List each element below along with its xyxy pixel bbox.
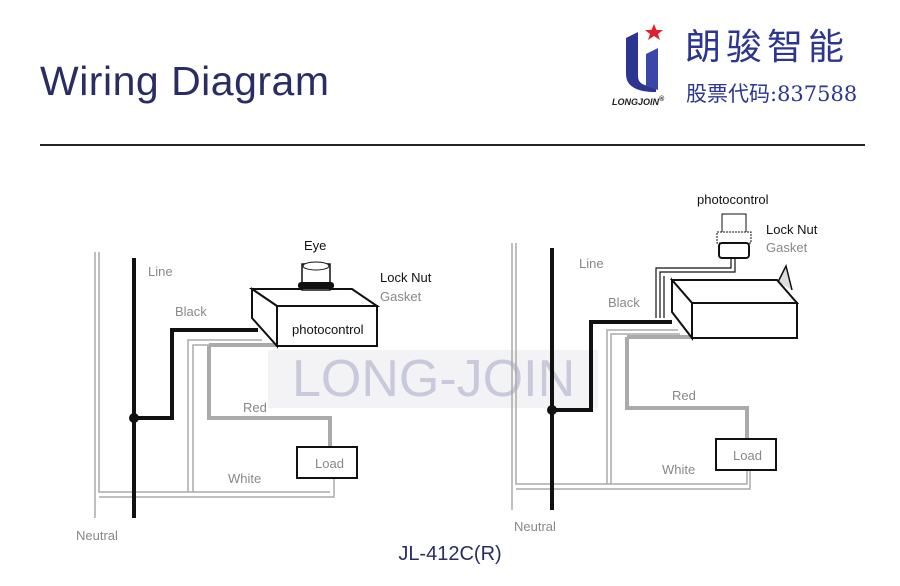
model-number: JL-412C(R) <box>398 543 502 565</box>
photocontrol-body <box>721 213 747 235</box>
neutral-label: Neutral <box>514 519 556 534</box>
junction-dot <box>547 405 557 415</box>
logo-i-mark <box>646 48 658 90</box>
line-label: Line <box>579 256 604 271</box>
header-divider <box>40 144 865 146</box>
neutral-label: Neutral <box>76 528 118 543</box>
longjoin-logo <box>626 24 663 92</box>
photocontrol-label: photocontrol <box>292 322 364 337</box>
load-box <box>296 446 358 479</box>
eye-label: Eye <box>304 238 326 253</box>
watermark-band <box>268 350 598 408</box>
line-label: Line <box>148 264 173 279</box>
gasket-label: Gasket <box>380 289 422 304</box>
photocontrol-label: photocontrol <box>697 192 769 207</box>
brand-name-cn: 朗骏智能 <box>685 27 850 68</box>
gasket <box>718 242 750 259</box>
logo-u-mark <box>626 32 656 92</box>
brand-name-en: LONGJOIN® <box>612 94 664 108</box>
junction-dot <box>129 413 139 423</box>
right-diagram: photocontrol Lock Nut Gasket Line Black … <box>511 192 818 534</box>
registered-mark: ® <box>659 96 665 103</box>
photocontrol-front <box>276 305 378 347</box>
white-wire <box>606 329 680 484</box>
white-label: White <box>662 462 695 477</box>
load-label: Load <box>733 448 762 463</box>
watermark-text: LONG-JOIN <box>292 350 575 408</box>
neutral-wire <box>94 252 335 518</box>
photocontrol-leads <box>655 258 736 318</box>
load-label: Load <box>315 456 344 471</box>
box-front <box>691 302 798 339</box>
red-label: Red <box>672 388 696 403</box>
logo-star-icon <box>645 24 663 40</box>
gasket-label: Gasket <box>766 240 808 255</box>
load-box <box>715 438 777 471</box>
red-label: Red <box>243 400 267 415</box>
lock-nut <box>298 282 334 289</box>
box-top <box>669 279 800 304</box>
left-diagram: Eye Lock Nut Gasket photocontrol Line Bl… <box>76 238 432 543</box>
eye-lens <box>302 261 330 271</box>
neutral-wire <box>511 243 751 510</box>
black-wire <box>134 328 258 420</box>
red-wire <box>207 343 332 447</box>
lock-nut <box>716 231 752 244</box>
black-label: Black <box>608 295 640 310</box>
black-label: Black <box>175 304 207 319</box>
stock-code: 股票代码:837588 <box>686 82 858 106</box>
lock-nut-label: Lock Nut <box>766 222 818 237</box>
black-wire <box>552 320 672 412</box>
page-title: Wiring Diagram <box>40 58 330 104</box>
brand-en-text: LONGJOIN <box>612 97 660 107</box>
lock-nut-label: Lock Nut <box>380 270 432 285</box>
white-label: White <box>228 471 261 486</box>
red-wire <box>625 335 749 439</box>
